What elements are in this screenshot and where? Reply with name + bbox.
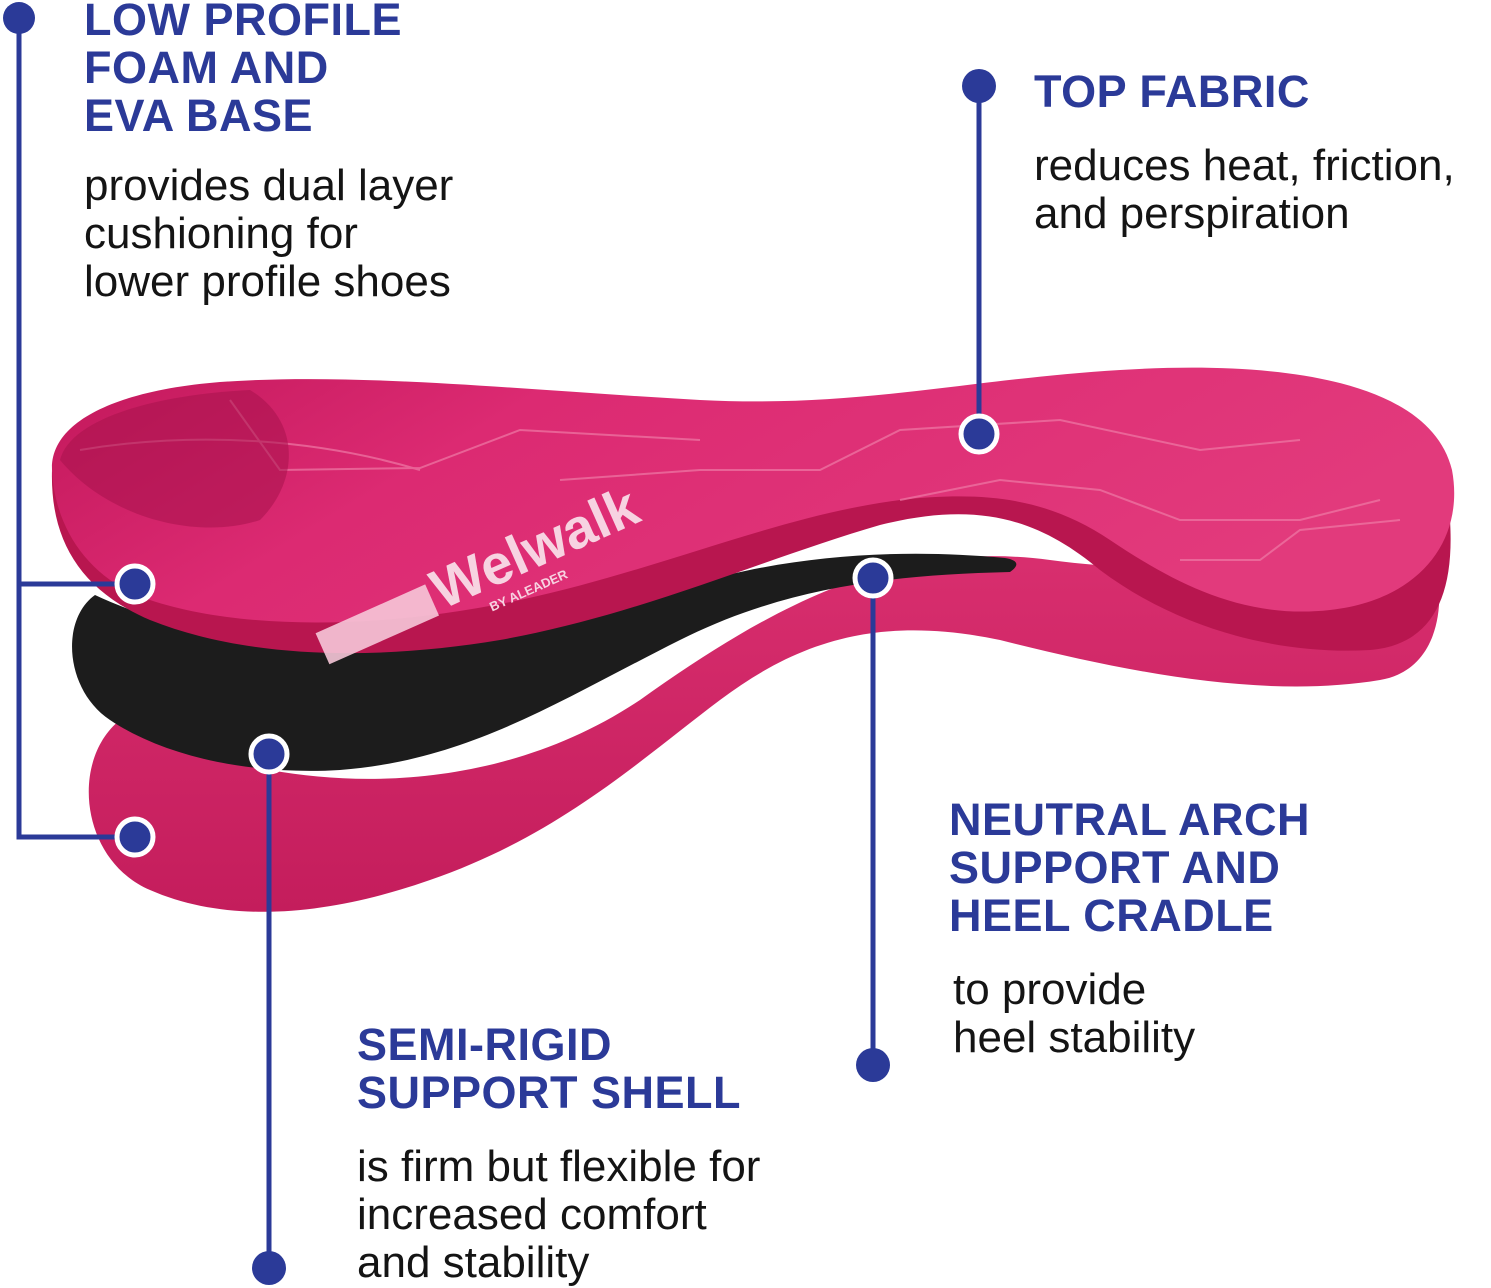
callout-top-fabric-title: TOP FABRIC	[1034, 66, 1310, 117]
top-fabric-layer	[51, 367, 1455, 623]
callout-foam-title: LOW PROFILE FOAM AND EVA BASE	[84, 0, 402, 141]
callout-foam-text: provides dual layer cushioning for lower…	[84, 161, 454, 306]
callout-shell: SEMI-RIGID SUPPORT SHELL is firm but fle…	[357, 1021, 760, 1287]
callout-arch-text: to provide heel stability	[953, 965, 1196, 1062]
bottom-foam-layer	[88, 540, 1440, 912]
marker-foam-top	[114, 563, 156, 605]
callout-markers	[114, 413, 1000, 858]
marker-top-fabric	[958, 413, 1000, 455]
callout-lines	[16, 18, 982, 1268]
callout-endpoints	[3, 2, 996, 1285]
callout-foam: LOW PROFILE FOAM AND EVA BASE provides d…	[84, 0, 453, 306]
heel-cup-shade	[60, 390, 289, 528]
marker-shell	[248, 733, 290, 775]
callout-arch: NEUTRAL ARCH SUPPORT AND HEEL CRADLE to …	[949, 796, 1310, 1062]
callout-top-fabric: TOP FABRIC reduces heat, friction, and p…	[1034, 68, 1455, 238]
callout-top-fabric-text: reduces heat, friction, and perspiration	[1034, 141, 1455, 238]
callout-shell-title: SEMI-RIGID SUPPORT SHELL	[357, 1019, 742, 1118]
marker-arch	[852, 557, 894, 599]
callout-arch-title: NEUTRAL ARCH SUPPORT AND HEEL CRADLE	[949, 794, 1310, 941]
marker-foam-bottom	[114, 816, 156, 858]
support-shell-layer	[72, 553, 1017, 771]
callout-shell-text: is firm but flexible for increased comfo…	[357, 1142, 761, 1287]
